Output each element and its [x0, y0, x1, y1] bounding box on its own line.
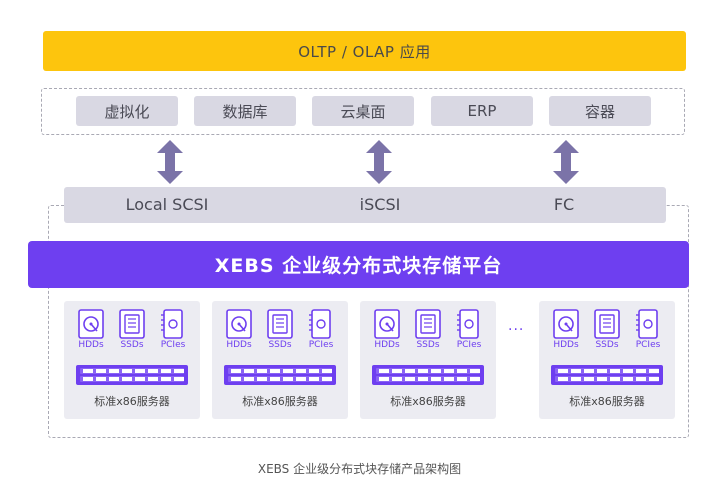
platform-title: XEBS 企业级分布式块存储平台	[214, 255, 503, 277]
device-label: HDDs	[374, 340, 400, 350]
device-label: HDDs	[226, 340, 252, 350]
server-card: HDDs SSDs PCIes 标准x86服务器	[212, 301, 348, 419]
device-label: PCIes	[308, 340, 334, 350]
device-hdds: HDDs	[546, 309, 586, 351]
device-ssds: SSDs	[408, 309, 448, 351]
server-card: HDDs SSDs PCIes 标准x86服务器	[360, 301, 496, 419]
ssd-icon	[112, 309, 152, 339]
pcie-icon	[301, 309, 341, 339]
app-virtualization: 虚拟化	[76, 96, 178, 126]
server-rack-icon	[551, 365, 663, 389]
hdd-icon	[367, 309, 407, 339]
ssd-icon	[260, 309, 300, 339]
device-label: SSDs	[416, 340, 440, 350]
pcie-icon	[449, 309, 489, 339]
app-database: 数据库	[194, 96, 296, 126]
protocol-bar	[64, 187, 666, 223]
device-label: HDDs	[553, 340, 579, 350]
device-label: HDDs	[78, 340, 104, 350]
device-label: SSDs	[268, 340, 292, 350]
pcie-icon	[628, 309, 668, 339]
server-label: 标准x86服务器	[242, 395, 318, 408]
device-hdds: HDDs	[219, 309, 259, 351]
hdd-icon	[546, 309, 586, 339]
device-pcies: PCIes	[301, 309, 341, 351]
server-rack-icon	[76, 365, 188, 389]
device-label: PCIes	[635, 340, 661, 350]
app-container: 容器	[549, 96, 651, 126]
hdd-icon	[71, 309, 111, 339]
server-rack-icon	[224, 365, 336, 389]
device-label: PCIes	[456, 340, 482, 350]
device-hdds: HDDs	[71, 309, 111, 351]
device-hdds: HDDs	[367, 309, 407, 351]
protocol-iscsi: iSCSI	[359, 195, 401, 214]
more-servers-ellipsis: ...	[508, 318, 525, 334]
ssd-icon	[587, 309, 627, 339]
device-label: SSDs	[120, 340, 144, 350]
apps-frame	[41, 88, 685, 135]
xebs-platform-bar: XEBS 企业级分布式块存储平台	[28, 241, 689, 288]
oltp-olap-label: OLTP / OLAP 应用	[298, 42, 431, 61]
double-arrow-icon	[553, 140, 579, 184]
app-cloud-desktop: 云桌面	[312, 96, 414, 126]
diagram-caption: XEBS 企业级分布式块存储产品架构图	[257, 462, 462, 476]
device-ssds: SSDs	[587, 309, 627, 351]
double-arrow-icon	[366, 140, 392, 184]
protocol-fc: FC	[553, 195, 575, 214]
ssd-icon	[408, 309, 448, 339]
device-pcies: PCIes	[153, 309, 193, 351]
server-label: 标准x86服务器	[390, 395, 466, 408]
protocol-local-scsi: Local SCSI	[125, 195, 209, 214]
device-ssds: SSDs	[260, 309, 300, 351]
device-pcies: PCIes	[628, 309, 668, 351]
hdd-icon	[219, 309, 259, 339]
device-pcies: PCIes	[449, 309, 489, 351]
double-arrow-icon	[157, 140, 183, 184]
device-ssds: SSDs	[112, 309, 152, 351]
oltp-olap-banner: OLTP / OLAP 应用	[43, 31, 686, 71]
app-erp: ERP	[431, 96, 533, 126]
device-label: PCIes	[160, 340, 186, 350]
server-card: HDDs SSDs PCIes 标准x86服务器	[64, 301, 200, 419]
server-card: HDDs SSDs PCIes 标准x86服务器	[539, 301, 675, 419]
device-label: SSDs	[595, 340, 619, 350]
server-label: 标准x86服务器	[94, 395, 170, 408]
server-label: 标准x86服务器	[569, 395, 645, 408]
server-rack-icon	[372, 365, 484, 389]
pcie-icon	[153, 309, 193, 339]
